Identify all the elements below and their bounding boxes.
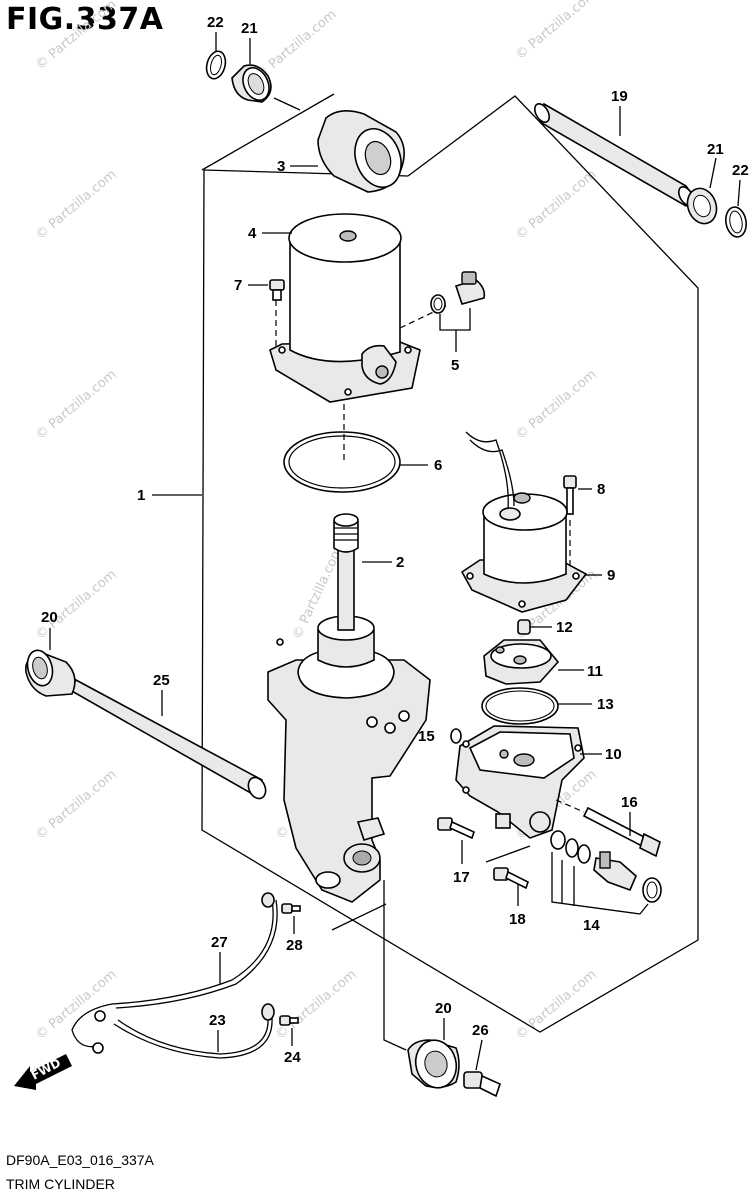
callout-5: 5 [451,357,459,374]
bolt-16 [582,806,661,858]
watermark: © Partzilla.com [33,767,119,843]
callout-labels: 22 21 19 21 22 3 4 7 5 6 1 8 2 9 12 20 1… [41,14,749,1066]
o-ring-13 [481,687,559,725]
dash-line [555,799,585,813]
drawing-name: TRIM CYLINDER [6,1176,115,1192]
bolt-26 [463,1071,501,1098]
watermark: © Partzilla.com [33,0,119,73]
bushing-21-top [231,64,272,103]
bushing-20-bottom [407,1039,460,1089]
wire-27 [71,892,278,1054]
figure-title: FIG.337A [6,2,164,37]
watermark: © Partzilla.com [273,967,359,1043]
bushing-3 [317,110,405,193]
callout-11: 11 [587,663,603,680]
pin-19 [533,102,695,208]
bolt-8 [563,475,577,515]
wire-23 [113,1003,275,1059]
watermark: © Partzilla.com [33,567,119,643]
callout-25: 25 [153,672,170,689]
bolt-18 [493,867,529,890]
reservoir-4 [269,213,421,403]
callout-7: 7 [234,277,242,294]
callout-15: 15 [418,728,435,745]
callout-3: 3 [277,158,285,175]
callout-6: 6 [434,457,442,474]
callout-14: 14 [583,917,600,934]
motor-9 [460,431,588,613]
bushing-20-left [24,649,76,697]
screw-24 [279,1015,299,1026]
callout-8: 8 [597,481,605,498]
screw-7 [269,279,285,301]
assembly-frame [201,93,699,1033]
valve-housing-10 [455,725,585,839]
frame-link [331,903,387,931]
callout-10: 10 [605,746,622,763]
callout-22: 22 [732,162,749,179]
callout-9: 9 [607,567,615,584]
callout-17: 17 [453,869,470,886]
screw-28 [281,903,301,914]
callout-28: 28 [286,937,303,954]
callout-12: 12 [556,619,573,636]
o-ring-15 [450,728,462,744]
snap-ring-22-top [205,50,227,80]
callout-21: 21 [241,20,258,37]
fwd-arrow-icon: FWD [14,1054,72,1090]
valve-14 [550,830,662,903]
callout-19: 19 [611,88,628,105]
bushing-21-right [686,187,718,225]
callout-20: 20 [41,609,58,626]
watermark: © Partzilla.com [253,7,339,83]
snap-ring-22-right [725,206,747,238]
callout-16: 16 [621,794,638,811]
callout-24: 24 [284,1049,301,1066]
pump-11 [483,639,560,685]
callout-4: 4 [248,225,257,242]
callout-26: 26 [472,1022,489,1039]
callout-23: 23 [209,1012,226,1029]
watermark: © Partzilla.com [513,367,599,443]
plug-5 [430,271,486,314]
cylinder-body [267,513,431,903]
watermark: © Partzilla.com [513,167,599,243]
watermark: © Partzilla.com [33,167,119,243]
drawing-code: DF90A_E03_016_337A [6,1152,154,1168]
bracket-5 [439,308,471,331]
callout-22: 22 [207,14,224,31]
leader-20-bottom [383,880,407,1051]
watermark: © Partzilla.com [33,367,119,443]
pin-12 [517,619,531,635]
leader-18 [485,845,531,863]
callout-13: 13 [597,696,614,713]
callout-27: 27 [211,934,228,951]
watermark: © Partzilla.com [513,0,599,63]
bolt-17 [437,817,475,840]
callout-2: 2 [396,554,404,571]
frame-link [273,97,301,111]
pin-25 [68,678,267,800]
callout-20: 20 [435,1000,452,1017]
callout-1: 1 [137,487,145,504]
leader-lines [49,32,741,1071]
callout-18: 18 [509,911,526,928]
o-ring-6 [283,431,401,493]
bracket-14 [551,852,649,915]
callout-21: 21 [707,141,724,158]
